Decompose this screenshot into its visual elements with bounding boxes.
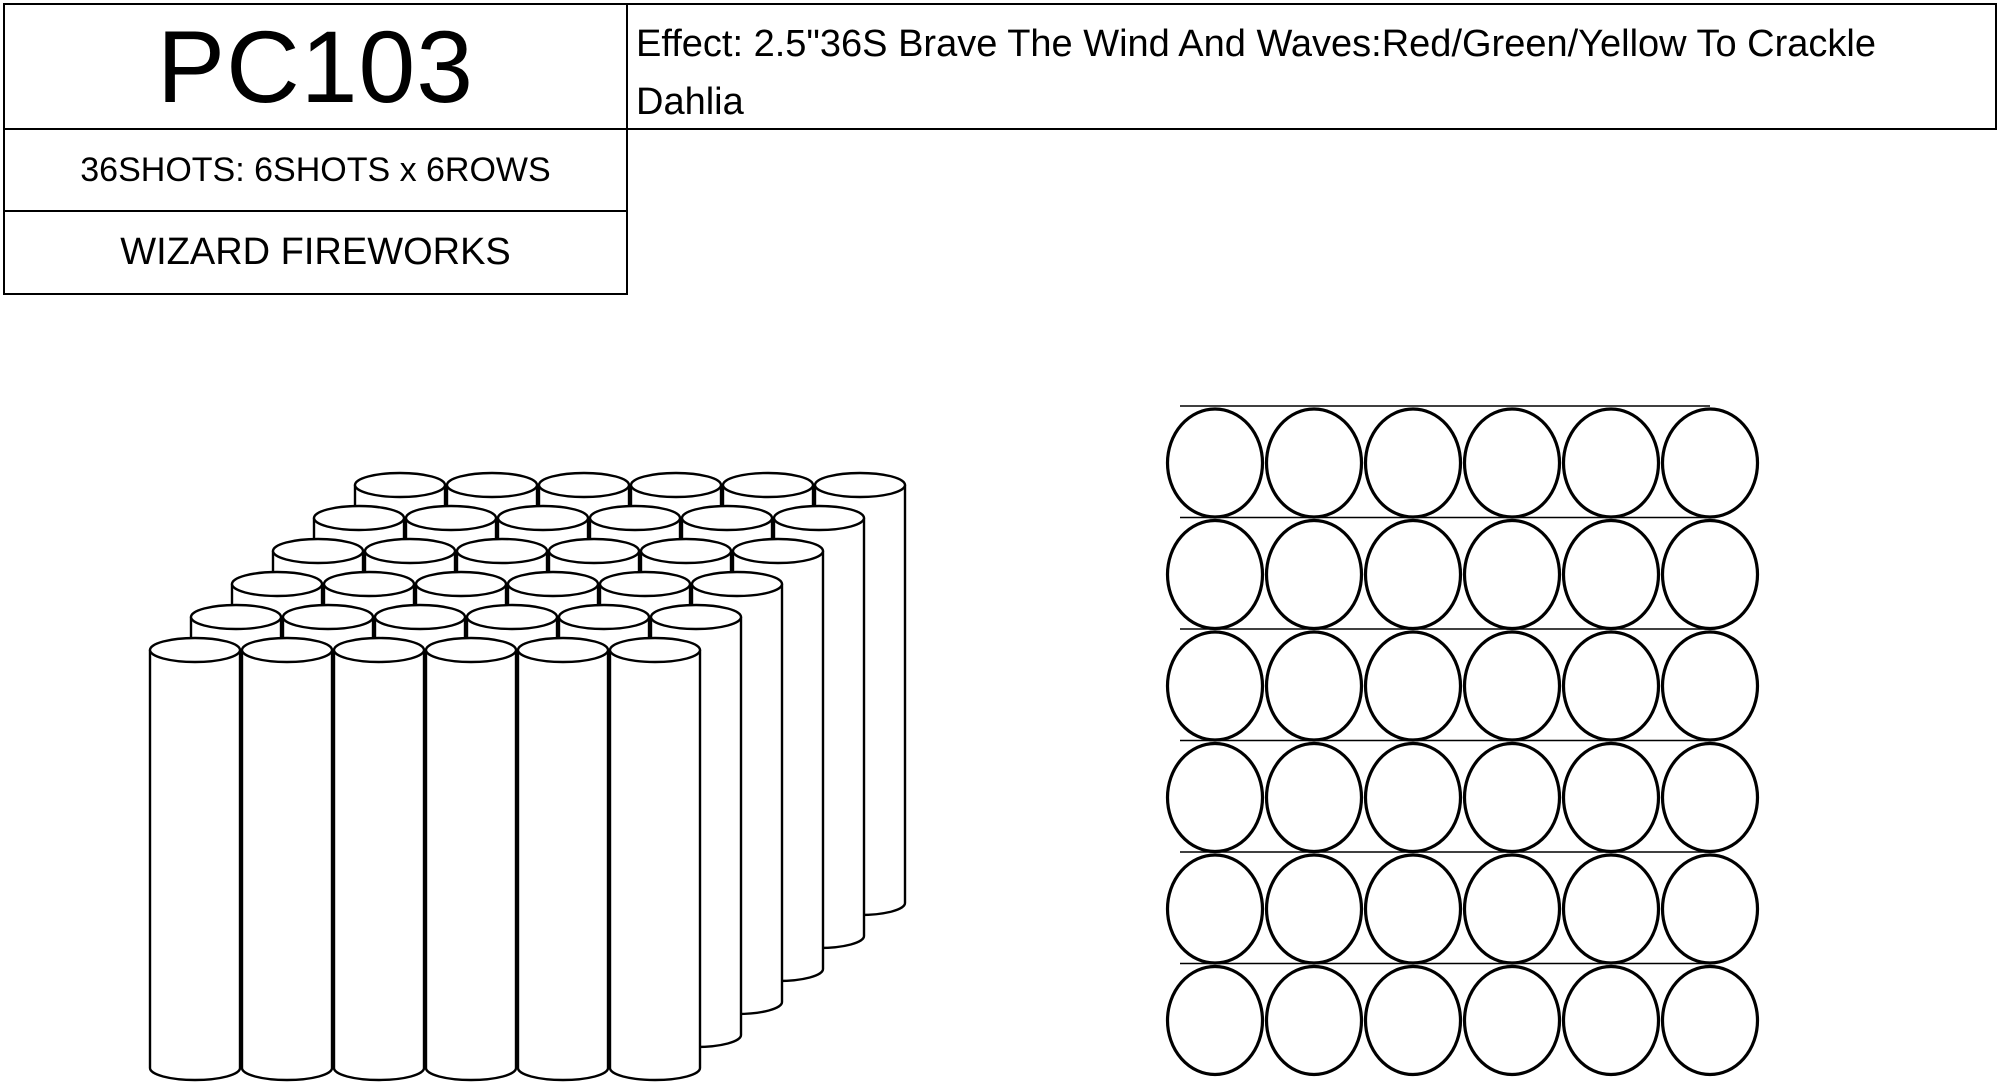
tube-top-r5-c6	[1660, 853, 1760, 965]
tube-top-r3-c1	[1165, 630, 1265, 742]
tube-top-r3-c4	[1462, 630, 1562, 742]
tube-top-r4-c4	[1462, 741, 1562, 854]
effect-description: Effect: 2.5"36S Brave The Wind And Waves…	[636, 23, 1876, 123]
tube-top-r2-c4	[1462, 518, 1562, 631]
tube-top-r6-c6	[1660, 964, 1760, 1077]
brand-cell: WIZARD FIREWORKS	[3, 210, 628, 295]
tube-top-r6-c5	[1561, 964, 1661, 1077]
tube-top-r3-c5	[1561, 630, 1661, 742]
tube-perspective-r1-c2	[240, 636, 334, 1082]
tube-top-r6-c1	[1165, 964, 1265, 1077]
tube-top-r5-c2	[1264, 853, 1364, 965]
tube-perspective-r1-c4	[424, 636, 518, 1082]
tube-top-r1-c3	[1363, 407, 1463, 519]
tube-top-r6-c4	[1462, 964, 1562, 1077]
tube-top-r2-c2	[1264, 518, 1364, 631]
product-code: PC103	[157, 9, 474, 124]
tube-top-r4-c6	[1660, 741, 1760, 854]
tube-perspective-r1-c5	[516, 636, 610, 1082]
brand-name: WIZARD FIREWORKS	[120, 231, 511, 273]
tube-top-r6-c2	[1264, 964, 1364, 1077]
tube-top-r5-c4	[1462, 853, 1562, 965]
tube-top-r4-c1	[1165, 741, 1265, 854]
product-code-cell: PC103	[3, 3, 628, 130]
tube-top-r4-c3	[1363, 741, 1463, 854]
shot-count-cell: 36SHOTS: 6SHOTS x 6ROWS	[3, 128, 628, 212]
tube-top-r2-c6	[1660, 518, 1760, 631]
tube-top-r3-c6	[1660, 630, 1760, 742]
shot-count: 36SHOTS: 6SHOTS x 6ROWS	[80, 150, 551, 189]
tube-top-r2-c3	[1363, 518, 1463, 631]
tube-top-r1-c5	[1561, 407, 1661, 519]
tube-top-r2-c5	[1561, 518, 1661, 631]
tube-top-r4-c5	[1561, 741, 1661, 854]
tube-top-r5-c5	[1561, 853, 1661, 965]
tube-top-r3-c3	[1363, 630, 1463, 742]
tube-top-r6-c3	[1363, 964, 1463, 1077]
tube-top-r3-c2	[1264, 630, 1364, 742]
tube-top-r2-c1	[1165, 518, 1265, 631]
tube-top-r4-c2	[1264, 741, 1364, 854]
tube-top-r5-c3	[1363, 853, 1463, 965]
tube-perspective-r1-c1	[148, 636, 242, 1082]
tube-top-r1-c1	[1165, 407, 1265, 519]
tube-top-r1-c6	[1660, 407, 1760, 519]
tube-top-r5-c1	[1165, 853, 1265, 965]
tube-top-r1-c2	[1264, 407, 1364, 519]
effect-description-cell: Effect: 2.5"36S Brave The Wind And Waves…	[626, 3, 1997, 130]
tube-perspective-r1-c6	[608, 636, 702, 1082]
tube-top-r1-c4	[1462, 407, 1562, 519]
tube-perspective-r1-c3	[332, 636, 426, 1082]
